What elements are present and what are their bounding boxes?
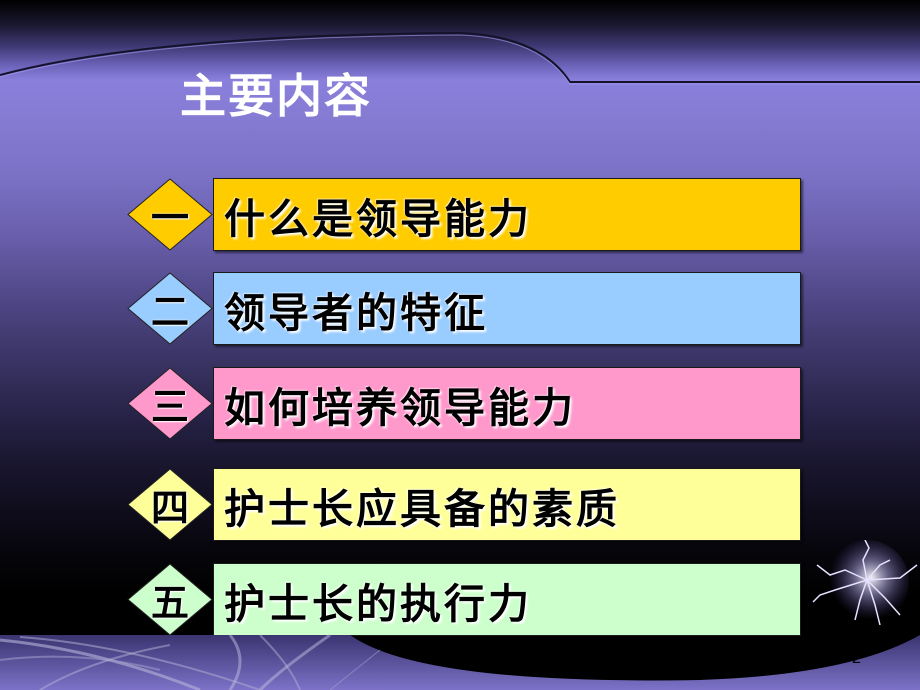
item-numeral: 三	[150, 385, 189, 429]
item-numeral: 五	[150, 581, 189, 625]
numeral-diamond-icon: 三	[127, 367, 213, 440]
numeral-diamond-icon: 五	[127, 563, 213, 636]
electric-orb-icon	[812, 540, 918, 626]
item-numeral: 一	[150, 196, 189, 240]
numeral-diamond-icon: 四	[127, 468, 213, 541]
item-label: 护士长的执行力	[224, 579, 532, 628]
item-numeral: 二	[150, 290, 189, 334]
item-box: 如何培养领导能力	[213, 367, 801, 440]
slide-title: 主要内容	[180, 69, 372, 123]
item-box: 护士长应具备的素质	[213, 468, 801, 541]
item-box: 护士长的执行力	[213, 563, 801, 636]
top-curve-decoration	[0, 31, 920, 85]
agenda-item-2: 二 领导者的特征	[127, 272, 801, 345]
item-box: 什么是领导能力	[213, 178, 801, 251]
numeral-diamond-icon: 二	[127, 272, 213, 345]
bottom-wave-decoration	[0, 633, 920, 690]
agenda-item-1: 一 什么是领导能力	[127, 178, 801, 251]
agenda-item-3: 三 如何培养领导能力	[127, 367, 801, 440]
page-number: 2	[852, 650, 861, 667]
item-numeral: 四	[150, 486, 189, 530]
item-label: 如何培养领导能力	[224, 383, 576, 432]
agenda-item-5: 五 护士长的执行力	[127, 563, 801, 636]
agenda-item-4: 四 护士长应具备的素质	[127, 468, 801, 541]
item-label: 什么是领导能力	[224, 194, 532, 243]
item-label: 护士长应具备的素质	[224, 484, 620, 533]
item-label: 领导者的特征	[224, 288, 488, 337]
numeral-diamond-icon: 一	[127, 178, 213, 251]
item-box: 领导者的特征	[213, 272, 801, 345]
